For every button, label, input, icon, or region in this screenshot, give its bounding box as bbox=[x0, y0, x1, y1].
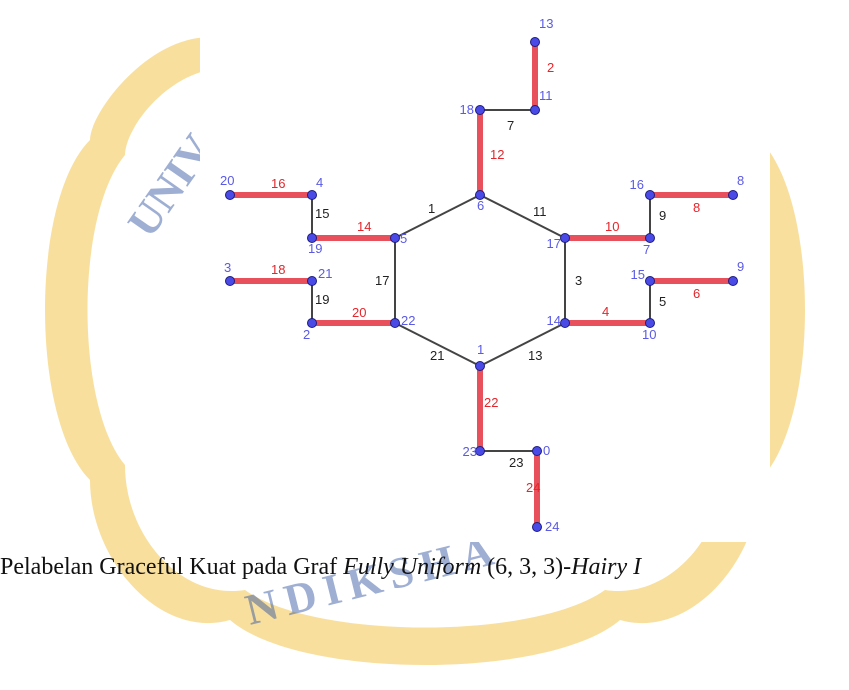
edge-label-24: 24 bbox=[526, 480, 540, 495]
vertex-3 bbox=[225, 276, 235, 286]
vertex-9 bbox=[728, 276, 738, 286]
edge-v1-v22 bbox=[394, 322, 481, 367]
vertex-label-17: 17 bbox=[547, 236, 561, 251]
vertex-21 bbox=[307, 276, 317, 286]
vertex-10 bbox=[645, 318, 655, 328]
vertex-label-4: 4 bbox=[316, 175, 323, 190]
vertex-5 bbox=[390, 233, 400, 243]
edge-label-5: 5 bbox=[659, 294, 666, 309]
edge-label-3: 3 bbox=[575, 273, 582, 288]
edge-label-18: 18 bbox=[271, 262, 285, 277]
vertex-label-2: 2 bbox=[303, 327, 310, 342]
vertex-4 bbox=[307, 190, 317, 200]
edge-v6-v17 bbox=[479, 194, 566, 239]
vertex-label-24: 24 bbox=[545, 519, 559, 534]
edge-label-8: 8 bbox=[693, 200, 700, 215]
edge-v6-v5 bbox=[394, 194, 481, 239]
vertex-label-10: 10 bbox=[642, 327, 656, 342]
vertex-23 bbox=[475, 446, 485, 456]
vertex-2 bbox=[307, 318, 317, 328]
edge-label-7: 7 bbox=[507, 118, 514, 133]
vertex-24 bbox=[532, 522, 542, 532]
vertex-label-9: 9 bbox=[737, 259, 744, 274]
vertex-14 bbox=[560, 318, 570, 328]
vertex-0 bbox=[532, 446, 542, 456]
vertex-label-14: 14 bbox=[547, 313, 561, 328]
vertex-20 bbox=[225, 190, 235, 200]
edge-label-11: 11 bbox=[533, 204, 547, 219]
vertex-17 bbox=[560, 233, 570, 243]
edge-label-14: 14 bbox=[357, 219, 371, 234]
edge-label-19: 19 bbox=[315, 292, 329, 307]
edge-label-13: 13 bbox=[528, 348, 542, 363]
vertex-label-1: 1 bbox=[477, 342, 484, 357]
edge-label-2: 2 bbox=[547, 60, 554, 75]
edge-label-6: 6 bbox=[693, 286, 700, 301]
vertex-11 bbox=[530, 105, 540, 115]
vertex-label-16: 16 bbox=[630, 177, 644, 192]
edge-label-16: 16 bbox=[271, 176, 285, 191]
figure-caption: Pelabelan Graceful Kuat pada Graf Fully … bbox=[0, 554, 642, 580]
vertex-label-0: 0 bbox=[543, 443, 550, 458]
edge-label-9: 9 bbox=[659, 208, 666, 223]
vertex-label-13: 13 bbox=[539, 16, 553, 31]
edge-label-20: 20 bbox=[352, 305, 366, 320]
edge-label-10: 10 bbox=[605, 219, 619, 234]
vertex-18 bbox=[475, 105, 485, 115]
edge-label-17: 17 bbox=[375, 273, 389, 288]
edge-label-15: 15 bbox=[315, 206, 329, 221]
vertex-label-8: 8 bbox=[737, 173, 744, 188]
edge-label-12: 12 bbox=[490, 147, 504, 162]
vertex-label-21: 21 bbox=[318, 266, 332, 281]
vertex-label-6: 6 bbox=[477, 198, 484, 213]
vertex-22 bbox=[390, 318, 400, 328]
vertex-label-3: 3 bbox=[224, 260, 231, 275]
vertex-1 bbox=[475, 361, 485, 371]
vertex-19 bbox=[307, 233, 317, 243]
vertex-label-11: 11 bbox=[539, 88, 553, 103]
vertex-label-23: 23 bbox=[463, 444, 477, 459]
vertex-label-15: 15 bbox=[631, 267, 645, 282]
edge-label-1: 1 bbox=[428, 201, 435, 216]
vertex-7 bbox=[645, 233, 655, 243]
vertex-8 bbox=[728, 190, 738, 200]
vertex-label-18: 18 bbox=[460, 102, 474, 117]
vertex-15 bbox=[645, 276, 655, 286]
edge-label-21: 21 bbox=[430, 348, 444, 363]
vertex-label-7: 7 bbox=[643, 242, 650, 257]
edge-v14-v1 bbox=[479, 322, 566, 367]
vertex-16 bbox=[645, 190, 655, 200]
vertex-label-19: 19 bbox=[308, 241, 322, 256]
vertex-label-22: 22 bbox=[401, 313, 415, 328]
vertex-6 bbox=[475, 190, 485, 200]
vertex-label-5: 5 bbox=[400, 231, 407, 246]
edge-label-4: 4 bbox=[602, 304, 609, 319]
edge-label-22: 22 bbox=[484, 395, 498, 410]
vertex-13 bbox=[530, 37, 540, 47]
vertex-label-20: 20 bbox=[220, 173, 234, 188]
edge-label-23: 23 bbox=[509, 455, 523, 470]
